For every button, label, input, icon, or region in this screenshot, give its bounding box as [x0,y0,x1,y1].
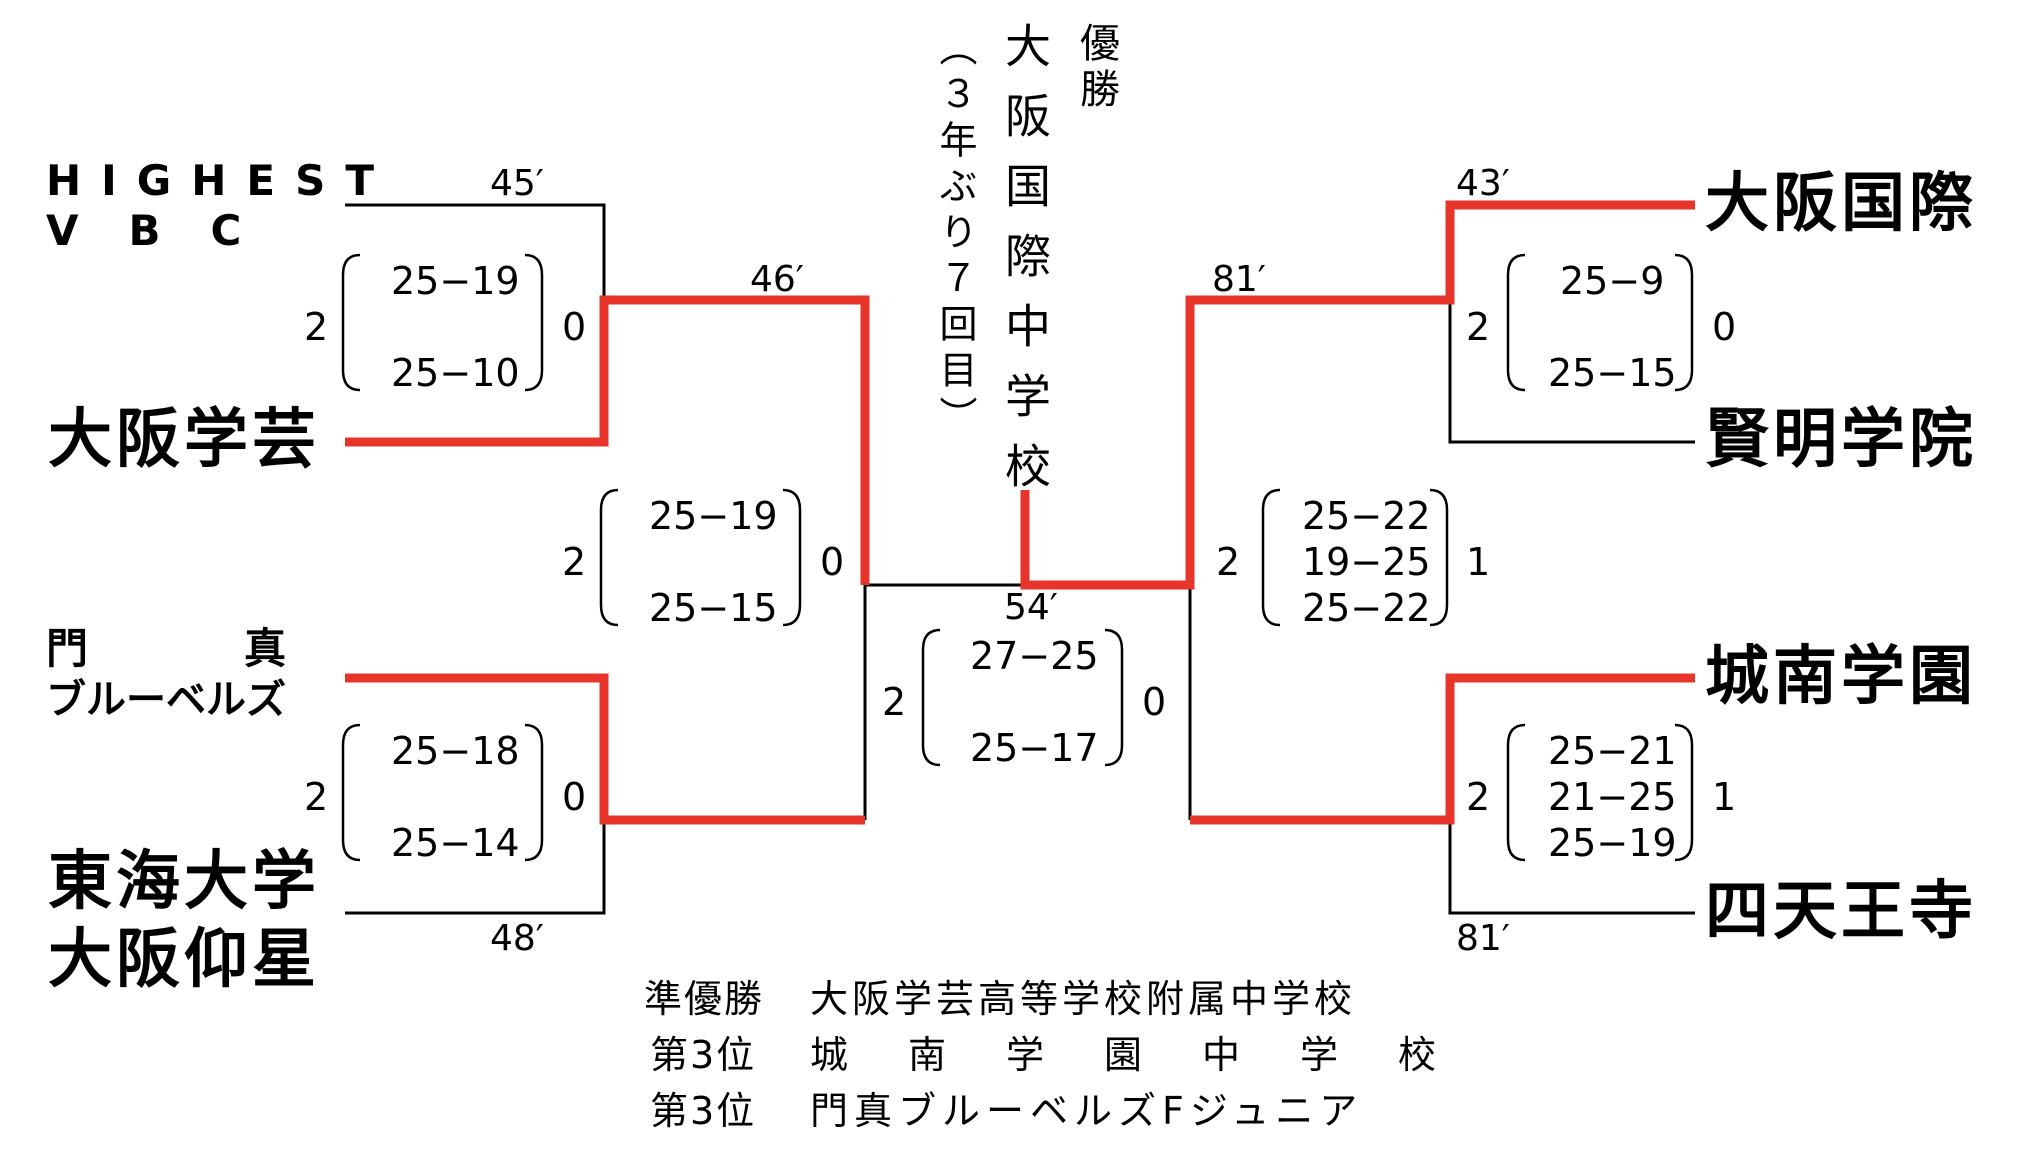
match-time-m6: 81′ [1212,259,1266,300]
team-kenmei: 賢明学院 [1705,403,1977,477]
set-score-m3-1: 25−19 [649,494,778,538]
team-osaka-kokusai: 大阪国際 [1705,167,1977,241]
score-paren-m3-left [599,488,619,627]
set-score-m6-2: 19−25 [1302,540,1431,584]
third-place-label-2: 第3位 [650,1089,757,1133]
match-time-final: 54′ [1004,587,1058,628]
match-score-m1-left: 2 [304,305,329,349]
bracket-line-shitennoji [1448,820,1695,915]
score-paren-m2-right [524,723,544,862]
team-shitennoji: 四天王寺 [1705,875,1977,949]
match-score-m2-right: 0 [562,775,587,819]
score-paren-m1-right [524,253,544,392]
third-place-team-2: 門真ブルーベルズFジュニア [810,1089,1364,1133]
match-score-m4-right: 0 [1712,305,1737,349]
set-score-m6-3: 25−22 [1302,586,1431,630]
set-score-m2-3: 25−14 [391,821,520,865]
set-score-m5-3: 25−19 [1548,821,1677,865]
match-time-m2: 48′ [490,918,544,959]
winner-line-jonan [1190,673,1695,825]
team-highest-line1: HIGHEST [46,156,394,205]
set-score-m6-1: 25−22 [1302,494,1431,538]
match-score-m2-left: 2 [304,775,329,819]
champion-name: 大阪国際中学校 [998,22,1052,512]
winner-line-gakugei [345,295,870,585]
score-paren-m4-left [1506,253,1526,392]
champion-note: （３年ぶり７回目） [933,28,977,442]
winner-lines [345,200,1695,825]
set-score-m4-1: 25−9 [1560,259,1665,303]
set-score-final-3: 25−17 [970,726,1099,770]
match-score-m6-left: 2 [1216,540,1241,584]
bracket-line-highest [345,203,606,300]
runner-up-team: 大阪学芸高等学校附属中学校 [810,977,1357,1021]
match-time-m1: 45′ [490,163,544,204]
set-score-m2-1: 25−18 [391,729,520,773]
score-paren-m4-right [1674,253,1694,392]
score-brackets [341,253,1694,862]
match-score-m5-left: 2 [1466,775,1491,819]
match-time-m5: 81′ [1456,918,1510,959]
score-paren-m5-right [1674,723,1694,862]
score-paren-m2-left [341,723,361,862]
score-paren-m6-right [1429,488,1449,627]
champion-label: 優勝 [1073,22,1119,114]
winner-line-kadoma [345,673,865,825]
score-paren-m3-right [782,488,802,627]
team-jonan: 城南学園 [1705,640,1977,714]
winner-line-champion [1020,200,1695,590]
bracket-line-tokai [345,820,606,915]
match-score-m5-right: 1 [1712,775,1737,819]
set-score-m5-1: 25−21 [1548,729,1677,773]
match-score-m3-right: 0 [820,540,845,584]
set-score-m1-1: 25−19 [391,259,520,303]
third-place-team-1: 城南学園中学校 [810,1033,1497,1077]
match-score-m4-left: 2 [1466,305,1491,349]
set-score-m3-3: 25−15 [649,586,778,630]
team-osaka-gakugei: 大阪学芸 [48,403,320,477]
score-paren-m6-left [1261,488,1281,627]
team-kadoma-line1: 門 真 [46,624,311,673]
set-score-m1-3: 25−10 [391,351,520,395]
match-score-final-left: 2 [882,680,907,724]
score-paren-final-left [921,628,941,767]
bracket-line-kenmei [1448,300,1695,444]
match-time-m3: 46′ [750,259,804,300]
team-kadoma-line2: ブルーベルズ [46,677,286,723]
match-score-final-right: 0 [1142,680,1167,724]
match-score-m3-left: 2 [562,540,587,584]
team-tokai-line1: 東海大学 [48,845,320,919]
team-tokai-line2: 大阪仰星 [48,923,320,997]
team-highest-line2: V B C [46,206,246,255]
score-paren-m1-left [341,253,361,392]
set-score-final-1: 27−25 [970,634,1099,678]
third-place-label-1: 第3位 [650,1033,757,1077]
match-time-m4: 43′ [1456,163,1510,204]
set-score-m5-2: 21−25 [1548,775,1677,819]
match-score-m6-right: 1 [1466,540,1491,584]
runner-up-label: 準優勝 [644,977,765,1021]
match-score-m1-right: 0 [562,305,587,349]
score-paren-final-right [1104,628,1124,767]
set-score-m4-3: 25−15 [1548,351,1677,395]
score-paren-m5-left [1506,723,1526,862]
